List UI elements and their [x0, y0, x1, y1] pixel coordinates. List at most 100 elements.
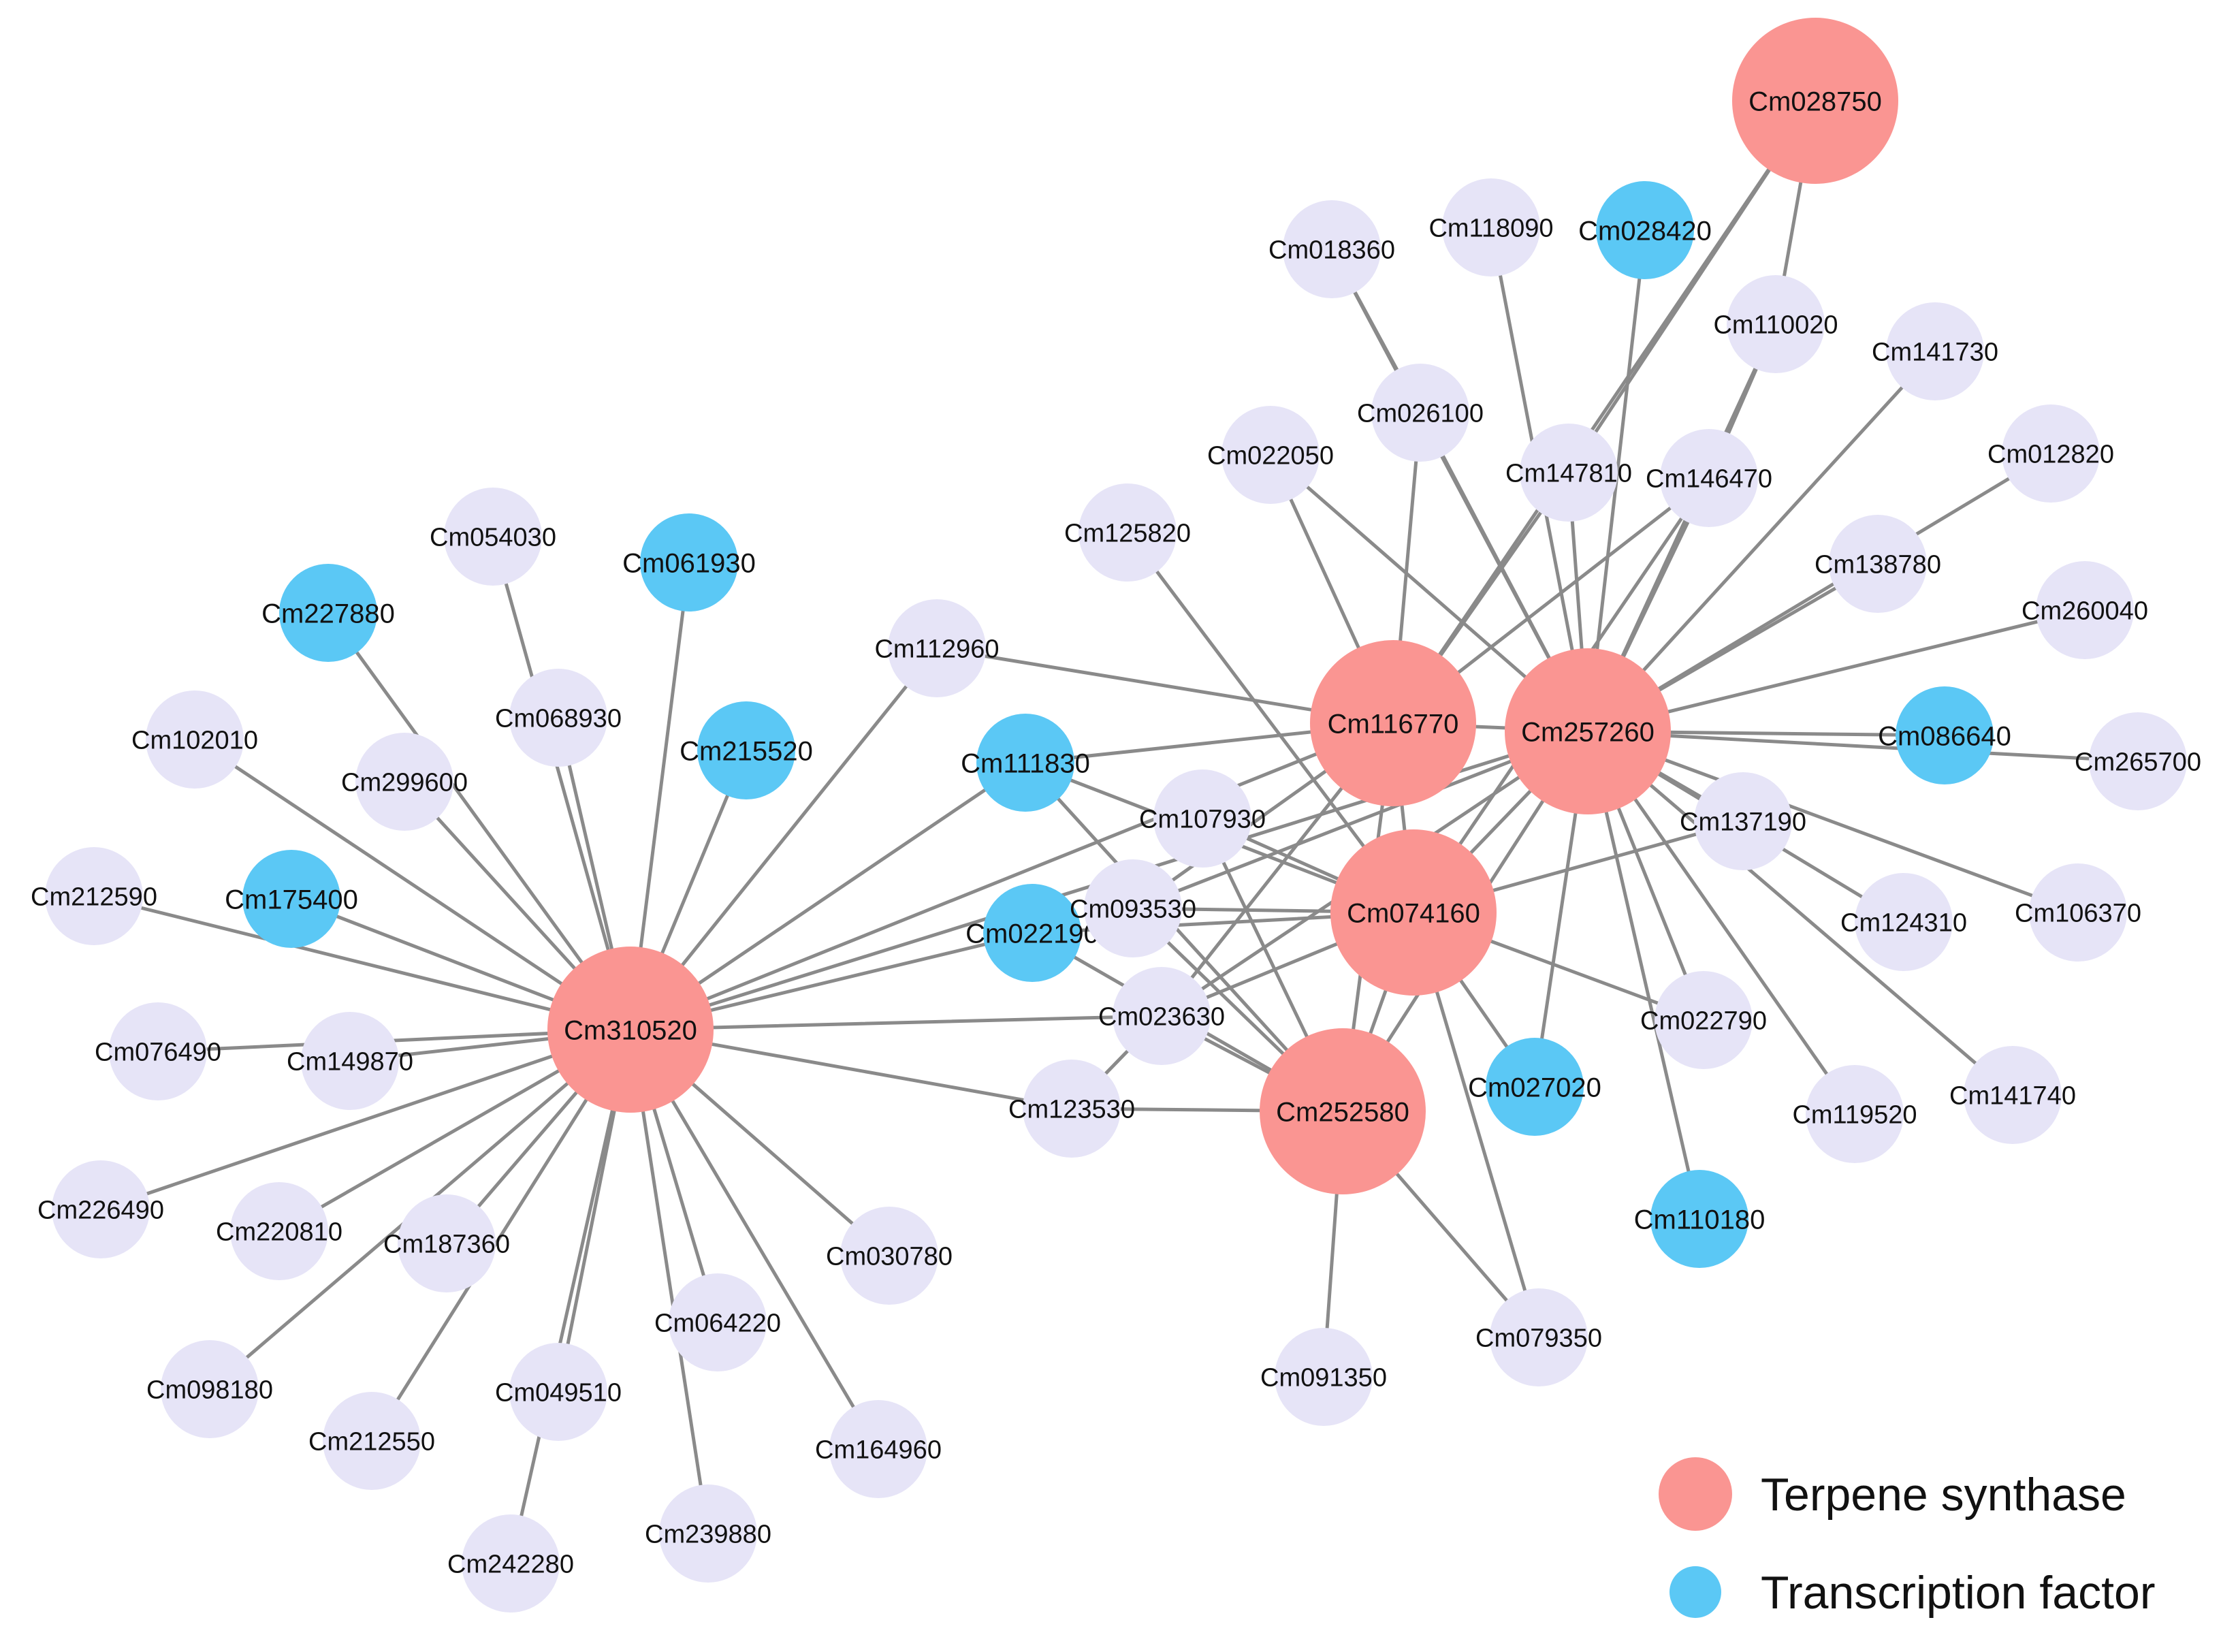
- node-circle-other: [669, 1273, 767, 1371]
- node-Cm028420: Cm028420: [1578, 181, 1712, 279]
- node-layer: Cm227880Cm061930Cm215520Cm175400Cm111830…: [31, 18, 2201, 1613]
- legend-label-terpene: Terpene synthase: [1761, 1469, 2126, 1521]
- node-label: Cm252580: [1276, 1097, 1409, 1127]
- node-label: Cm137190: [1680, 808, 1806, 837]
- edge-Cm257260-Cm141730: [1586, 349, 1937, 733]
- node-Cm112960: Cm112960: [874, 599, 1000, 697]
- node-Cm141740: Cm141740: [1949, 1046, 2076, 1144]
- node-label: Cm091350: [1260, 1364, 1387, 1393]
- node-label: Cm028420: [1578, 216, 1712, 246]
- node-Cm091350: Cm091350: [1260, 1328, 1387, 1426]
- node-label: Cm141740: [1949, 1082, 2076, 1111]
- node-Cm141730: Cm141730: [1872, 302, 1998, 400]
- node-circle-other: [659, 1484, 757, 1583]
- node-circle-other: [1694, 772, 1792, 870]
- node-circle-other: [323, 1392, 421, 1490]
- node-Cm018360: Cm018360: [1268, 200, 1395, 298]
- node-label: Cm054030: [430, 524, 556, 552]
- node-Cm023630: Cm023630: [1098, 967, 1225, 1065]
- edge-Cm310520-Cm227880: [326, 611, 633, 1032]
- node-circle-other: [1275, 1328, 1373, 1426]
- node-label: Cm125820: [1064, 520, 1191, 548]
- node-Cm175400: Cm175400: [225, 850, 358, 948]
- node-Cm102010: Cm102010: [131, 690, 258, 789]
- node-label: Cm149870: [287, 1048, 413, 1077]
- node-Cm110020: Cm110020: [1713, 275, 1838, 373]
- legend-swatch-tf: [1669, 1566, 1721, 1618]
- node-circle-other: [146, 690, 244, 789]
- node-circle-terpene: [1330, 829, 1497, 996]
- node-circle-other: [509, 669, 607, 767]
- node-Cm076490: Cm076490: [95, 1002, 221, 1100]
- node-Cm119520: Cm119520: [1792, 1065, 1917, 1163]
- node-Cm212550: Cm212550: [308, 1392, 435, 1490]
- legend-item-transcription-factor: Transcription factor: [1669, 1566, 2155, 1619]
- edge-Cm257260-Cm260040: [1586, 608, 2087, 733]
- node-label: Cm123530: [1008, 1096, 1135, 1124]
- node-label: Cm022190: [965, 919, 1099, 949]
- node-label: Cm138780: [1815, 551, 1941, 579]
- node-circle-other: [840, 1207, 938, 1305]
- node-Cm022190: Cm022190: [965, 884, 1099, 982]
- node-Cm146470: Cm146470: [1646, 429, 1772, 527]
- node-circle-other: [2029, 863, 2127, 962]
- node-Cm049510: Cm049510: [495, 1343, 622, 1441]
- node-Cm242280: Cm242280: [447, 1514, 574, 1613]
- node-circle-tf: [279, 564, 377, 662]
- node-label: Cm212590: [31, 883, 157, 912]
- node-Cm098180: Cm098180: [146, 1340, 273, 1438]
- node-circle-other: [355, 733, 453, 831]
- node-Cm299600: Cm299600: [341, 733, 468, 831]
- node-circle-other: [398, 1194, 496, 1292]
- node-circle-other: [1727, 275, 1825, 373]
- node-circle-other: [1660, 429, 1758, 527]
- node-label: Cm064220: [654, 1309, 781, 1338]
- node-circle-tf: [640, 513, 738, 611]
- node-circle-other: [301, 1012, 399, 1110]
- node-circle-other: [1655, 971, 1753, 1069]
- node-circle-other: [1283, 200, 1381, 298]
- node-circle-tf: [983, 884, 1081, 982]
- node-label: Cm026100: [1357, 400, 1484, 428]
- node-circle-other: [1886, 302, 1984, 400]
- node-Cm125820: Cm125820: [1064, 483, 1191, 582]
- node-Cm061930: Cm061930: [622, 513, 756, 611]
- node-circle-other: [462, 1514, 560, 1613]
- node-Cm310520: Cm310520: [547, 947, 714, 1113]
- edge-Cm257260-Cm265700: [1586, 729, 2140, 763]
- legend: Terpene synthase Transcription factor: [1659, 1457, 2155, 1619]
- node-Cm116770: Cm116770: [1310, 640, 1476, 806]
- node-label: Cm107930: [1139, 806, 1266, 834]
- node-label: Cm030780: [826, 1243, 953, 1271]
- node-circle-other: [1221, 406, 1320, 504]
- node-label: Cm093530: [1070, 895, 1196, 924]
- node-label: Cm265700: [2075, 748, 2201, 777]
- node-label: Cm118090: [1428, 215, 1553, 243]
- node-Cm260040: Cm260040: [2022, 561, 2148, 659]
- node-circle-terpene: [547, 947, 714, 1113]
- node-label: Cm074160: [1347, 898, 1480, 928]
- node-Cm068930: Cm068930: [495, 669, 622, 767]
- node-Cm164960: Cm164960: [815, 1400, 942, 1498]
- node-circle-other: [1806, 1065, 1904, 1163]
- node-Cm079350: Cm079350: [1475, 1288, 1602, 1386]
- node-label: Cm022790: [1640, 1007, 1767, 1036]
- node-Cm012820: Cm012820: [1987, 404, 2114, 503]
- node-label: Cm110180: [1634, 1205, 1765, 1235]
- node-label: Cm226490: [37, 1196, 164, 1225]
- node-circle-other: [45, 847, 143, 945]
- node-circle-other: [1023, 1060, 1121, 1158]
- node-label: Cm110020: [1713, 311, 1838, 340]
- node-Cm106370: Cm106370: [2015, 863, 2141, 962]
- edge-Cm257260-Cm106370: [1586, 729, 2080, 915]
- node-Cm110180: Cm110180: [1634, 1170, 1765, 1268]
- node-Cm265700: Cm265700: [2075, 712, 2201, 810]
- edge-Cm257260-Cm141740: [1586, 729, 2015, 1097]
- edge-Cm310520-Cm226490: [99, 1028, 633, 1211]
- node-Cm227880: Cm227880: [261, 564, 395, 662]
- edge-Cm310520-Cm116770: [628, 721, 1395, 1032]
- node-circle-tf: [1896, 686, 1994, 784]
- node-Cm137190: Cm137190: [1680, 772, 1806, 870]
- node-label: Cm061930: [622, 548, 756, 578]
